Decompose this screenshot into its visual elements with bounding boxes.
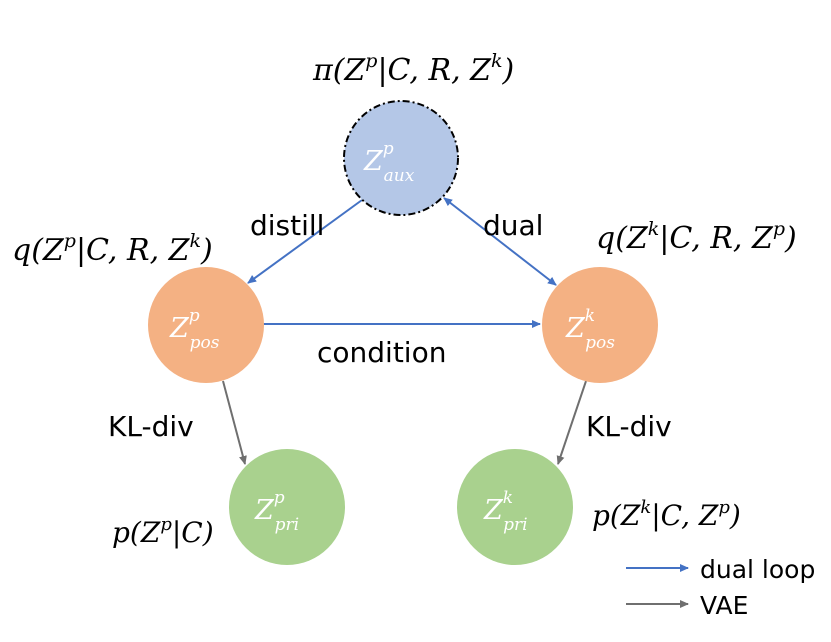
kl-right-arrow bbox=[556, 380, 587, 465]
edge-label-condition: condition bbox=[317, 336, 446, 369]
node-pos-p bbox=[148, 267, 264, 383]
distill-arrow bbox=[247, 199, 363, 284]
formula-q-k: q(Zk|C, R, Zp) bbox=[596, 218, 797, 256]
legend-vae-label: VAE bbox=[700, 591, 748, 620]
edge-label-dual: dual bbox=[483, 209, 543, 242]
kl-left-arrow bbox=[222, 380, 247, 465]
edge-label-distill: distill bbox=[250, 209, 324, 242]
formula-q-p: q(Zp|C, R, Zk) bbox=[12, 230, 213, 268]
edge-label-kl-left: KL-div bbox=[108, 410, 194, 443]
formula-p-k: p(Zk|C, Zp) bbox=[592, 497, 741, 532]
node-aux bbox=[343, 100, 459, 216]
legend-dual-loop-label: dual loop bbox=[700, 555, 815, 584]
formula-p-p: p(Zp|C) bbox=[112, 514, 214, 549]
edge-label-kl-right: KL-div bbox=[586, 410, 672, 443]
node-pri-k bbox=[457, 449, 573, 565]
node-pos-k bbox=[542, 267, 658, 383]
formula-pi-aux: π(Zp|C, R, Zk) bbox=[312, 50, 514, 88]
dual-arrow bbox=[443, 197, 557, 286]
node-pri-p bbox=[229, 449, 345, 565]
